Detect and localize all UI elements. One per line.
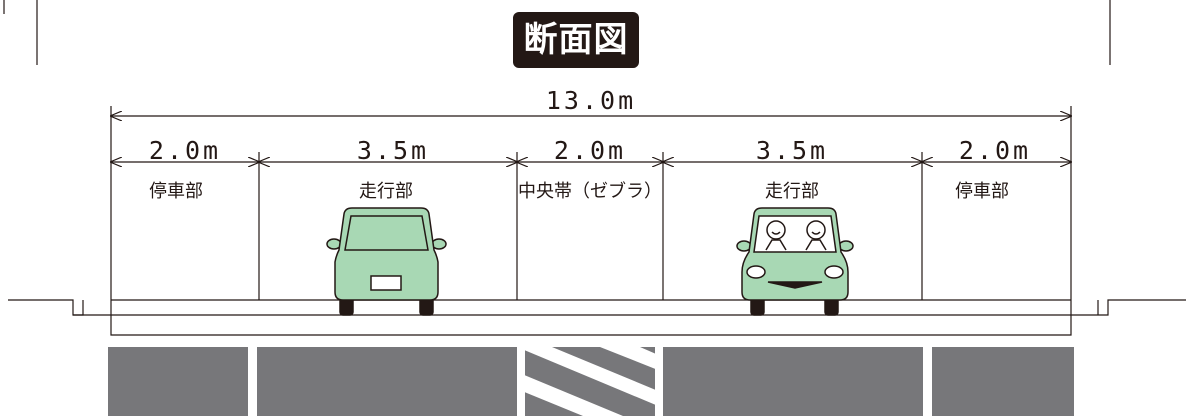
car-left [326, 207, 447, 316]
segment-width-label: 2.0m [553, 136, 627, 165]
road-surface-plan [108, 347, 1074, 416]
road-cross-section [8, 299, 1186, 336]
frame-lines [3, 0, 1111, 65]
segment-name-label: 走行部 [765, 181, 819, 202]
segment-name-label: 中央帯（ゼブラ） [518, 181, 662, 202]
car-right [736, 207, 854, 316]
segment-width-label: 2.0m [148, 136, 222, 165]
segment-width-label: 3.5m [356, 136, 430, 165]
total-width-label: 13.0m [511, 86, 671, 115]
zebra-median [517, 347, 663, 416]
segment-name-label: 走行部 [359, 181, 413, 202]
segment-name-label: 停車部 [955, 181, 1009, 202]
segment-name-label: 停車部 [149, 181, 203, 202]
segment-width-label: 3.5m [755, 136, 829, 165]
title-badge: 断面図 [513, 12, 639, 68]
diagram-title: 断面図 [523, 20, 629, 60]
segment-dividers [110, 106, 1072, 300]
segment-width-label: 2.0m [958, 136, 1032, 165]
